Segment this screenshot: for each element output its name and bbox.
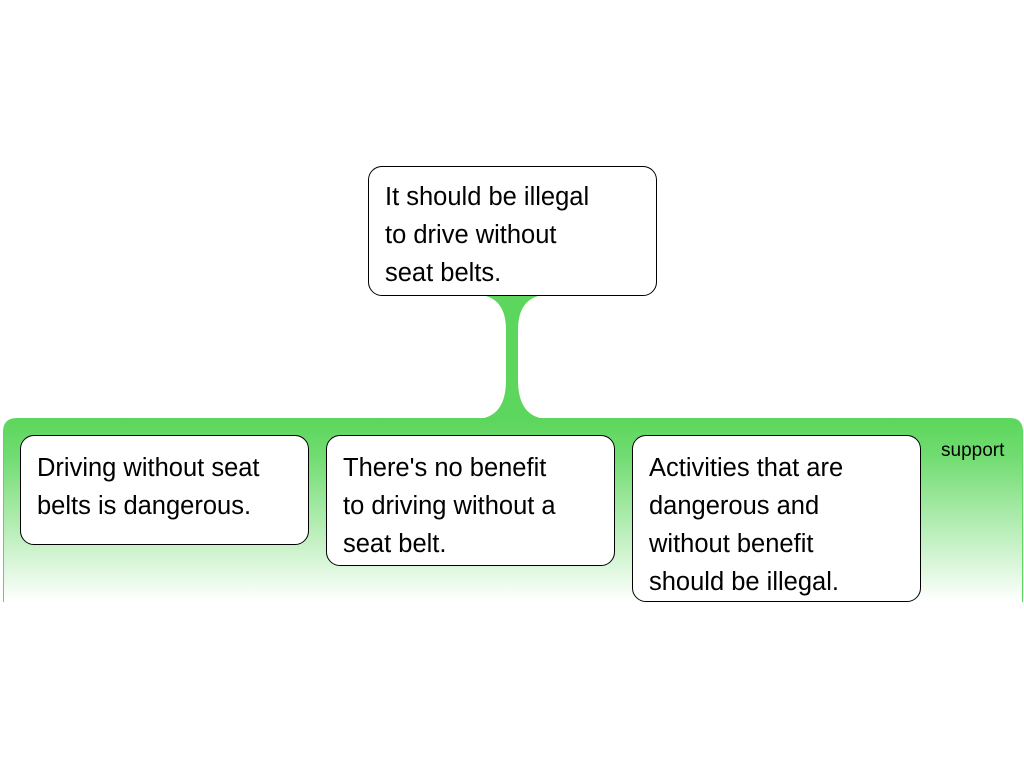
- premise-box[interactable]: There's no benefit to driving without a …: [326, 435, 615, 566]
- premise-line: belts is dangerous.: [37, 492, 252, 520]
- support-stem: [476, 296, 548, 419]
- claim-line: It should be illegal: [385, 183, 590, 211]
- premise-box[interactable]: Activities that are dangerous and withou…: [632, 435, 921, 602]
- premise-box[interactable]: Driving without seat belts is dangerous.: [20, 435, 309, 545]
- premise-line: Driving without seat: [37, 454, 260, 482]
- claim-line: to drive without: [385, 221, 557, 249]
- premise-line: There's no benefit: [343, 454, 547, 482]
- premise-line: seat belt.: [343, 530, 447, 558]
- premise-line: to driving without a: [343, 492, 556, 520]
- support-label: support: [941, 440, 1005, 461]
- premise-line: Activities that are: [649, 454, 844, 482]
- claim-box[interactable]: It should be illegal to drive without se…: [368, 166, 657, 296]
- claim-line: seat belts.: [385, 259, 502, 287]
- premise-line: should be illegal.: [649, 568, 839, 596]
- premise-line: dangerous and: [649, 492, 820, 520]
- premise-line: without benefit: [649, 530, 814, 558]
